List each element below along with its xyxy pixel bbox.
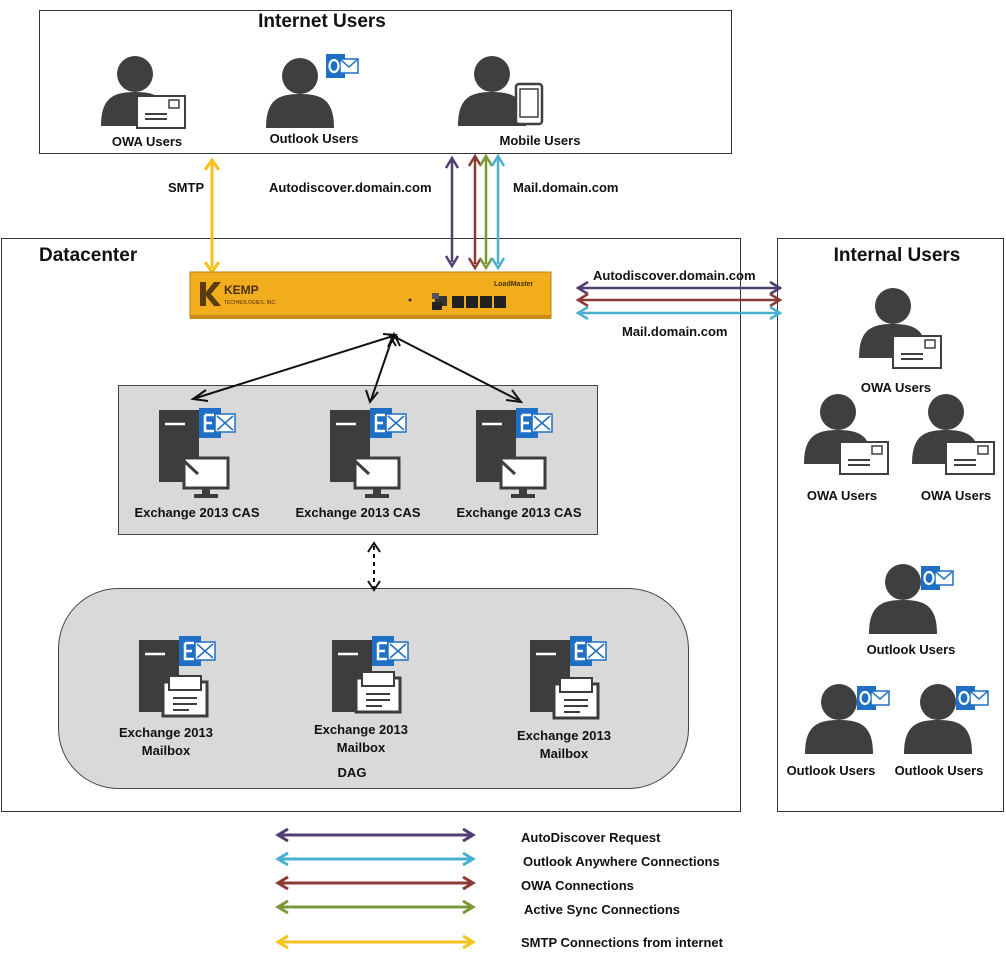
mailbox-label-3: Exchange 2013 Mailbox bbox=[508, 727, 620, 763]
owa-arrow-side bbox=[575, 292, 783, 308]
autodiscover-arrow-top bbox=[444, 155, 460, 269]
legend-label-autodiscover: AutoDiscover Request bbox=[521, 830, 661, 845]
internet-users-title: Internet Users bbox=[258, 11, 386, 32]
owa-users-label: OWA Users bbox=[111, 134, 183, 149]
outlook-anywhere-arrow-top bbox=[490, 153, 506, 271]
internal-users-title: Internal Users bbox=[833, 245, 961, 266]
cas-label-1: Exchange 2013 CAS bbox=[134, 505, 260, 520]
mailbox-label-1-line2: Mailbox bbox=[141, 743, 191, 758]
smtp-label: SMTP bbox=[168, 180, 205, 195]
mailbox-label-1-line1: Exchange 2013 bbox=[119, 725, 213, 740]
mail-side-label: Mail.domain.com bbox=[622, 324, 728, 339]
mobile-users-label: Mobile Users bbox=[499, 133, 581, 148]
mailbox-label-1: Exchange 2013 Mailbox bbox=[110, 724, 222, 760]
cas-label-2: Exchange 2013 CAS bbox=[295, 505, 421, 520]
legend-arrow-owa bbox=[275, 875, 476, 891]
mailbox-label-2: Exchange 2013 Mailbox bbox=[305, 721, 417, 757]
activesync-arrow-top bbox=[478, 153, 494, 271]
mailbox-label-3-line2: Mailbox bbox=[539, 746, 589, 761]
loadmaster-brand-sub: TECHNOLOGIES, INC. bbox=[224, 300, 277, 306]
internal-owa-label-1: OWA Users bbox=[860, 380, 932, 395]
loadmaster-appliance bbox=[189, 271, 552, 319]
legend-arrow-activesync bbox=[275, 899, 476, 915]
internal-outlook-label-3: Outlook Users bbox=[894, 763, 984, 778]
internal-outlook-label-2: Outlook Users bbox=[786, 763, 876, 778]
legend-arrow-autodiscover bbox=[275, 827, 476, 843]
outlook-users-label: Outlook Users bbox=[269, 131, 359, 146]
legend-label-owa: OWA Connections bbox=[521, 878, 634, 893]
mailbox-label-2-line1: Exchange 2013 bbox=[314, 722, 408, 737]
datacenter-title: Datacenter bbox=[39, 245, 138, 266]
legend-label-activesync: Active Sync Connections bbox=[524, 902, 681, 917]
mail-top-label: Mail.domain.com bbox=[513, 180, 619, 195]
internal-outlook-label-1: Outlook Users bbox=[866, 642, 956, 657]
loadmaster-model: LoadMaster bbox=[494, 281, 534, 288]
outlook-anywhere-arrow-side bbox=[575, 305, 783, 321]
loadmaster-cas-arrows bbox=[190, 331, 524, 405]
loadmaster-brand: KEMP bbox=[224, 283, 259, 297]
legend-label-outlook-anywhere: Outlook Anywhere Connections bbox=[523, 854, 720, 869]
autodiscover-top-label: Autodiscover.domain.com bbox=[269, 180, 432, 195]
internal-owa-label-2: OWA Users bbox=[806, 488, 878, 503]
legend-arrow-smtp bbox=[275, 934, 476, 950]
cas-label-3: Exchange 2013 CAS bbox=[456, 505, 582, 520]
internal-owa-label-3: OWA Users bbox=[920, 488, 992, 503]
autodiscover-side-label: Autodiscover.domain.com bbox=[593, 268, 756, 283]
internet-users-box bbox=[39, 10, 732, 154]
autodiscover-arrow-side bbox=[575, 280, 783, 296]
legend-arrows bbox=[275, 827, 476, 950]
owa-arrow-top bbox=[467, 153, 483, 271]
legend-arrow-outlook-anywhere bbox=[275, 851, 476, 867]
mailbox-label-3-line1: Exchange 2013 bbox=[517, 728, 611, 743]
dag-label: DAG bbox=[337, 765, 367, 780]
cas-dag-arrow bbox=[367, 541, 381, 592]
legend-label-smtp: SMTP Connections from internet bbox=[521, 935, 723, 950]
mailbox-label-2-line2: Mailbox bbox=[336, 740, 386, 755]
